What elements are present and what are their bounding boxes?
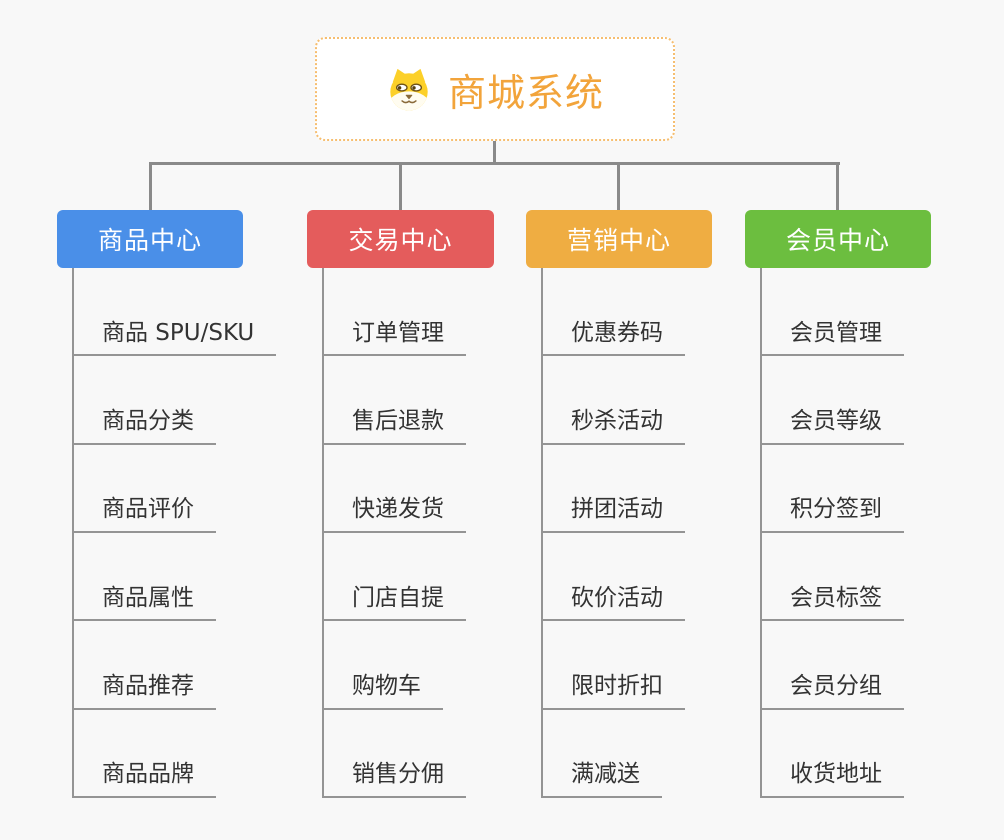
leaf-row: 限时折扣 (543, 621, 685, 710)
leaf-node-limited-time-discount[interactable]: 限时折扣 (543, 673, 685, 710)
leaf-row: 会员管理 (762, 268, 904, 357)
leaf-row: 快递发货 (324, 445, 466, 533)
leaf-row: 商品分类 (74, 356, 276, 445)
branch-node-member-center[interactable]: 会员中心 (745, 210, 931, 268)
connector-drop-trade (399, 162, 402, 210)
leaf-node-group-buy[interactable]: 拼团活动 (543, 496, 685, 533)
branch-node-trade-center[interactable]: 交易中心 (307, 210, 494, 268)
connector-bus (149, 162, 840, 165)
branch-node-marketing-center[interactable]: 营销中心 (526, 210, 712, 268)
leaf-row: 会员标签 (762, 533, 904, 622)
leaf-row: 拼团活动 (543, 445, 685, 533)
leaf-row: 售后退款 (324, 356, 466, 445)
leaf-row: 商品 SPU/SKU (74, 268, 277, 357)
leaf-node-aftersale-refund[interactable]: 售后退款 (324, 408, 466, 445)
leaf-row: 砍价活动 (543, 533, 685, 622)
connector-drop-product (149, 162, 152, 210)
leaf-node-points-checkin[interactable]: 积分签到 (762, 496, 904, 533)
leaf-node-express-shipping[interactable]: 快递发货 (324, 496, 466, 533)
leaf-row: 销售分佣 (324, 710, 466, 798)
leaf-row: 商品品牌 (74, 710, 276, 798)
leaf-column-marketing-center: 优惠券码 秒杀活动 拼团活动 砍价活动 限时折扣 满减送 (541, 268, 685, 798)
leaf-row: 秒杀活动 (543, 356, 685, 445)
leaf-node-coupon-code[interactable]: 优惠券码 (543, 320, 685, 357)
leaf-row: 积分签到 (762, 445, 904, 533)
leaf-node-product-attribute[interactable]: 商品属性 (74, 585, 216, 622)
connector-root-stub (493, 139, 496, 164)
leaf-node-store-pickup[interactable]: 门店自提 (324, 585, 466, 622)
leaf-row: 商品属性 (74, 533, 276, 622)
doge-icon (386, 66, 432, 112)
leaf-column-member-center: 会员管理 会员等级 积分签到 会员标签 会员分组 收货地址 (760, 268, 904, 798)
leaf-row: 商品评价 (74, 445, 276, 533)
leaf-row: 会员分组 (762, 621, 904, 710)
branch-node-product-center[interactable]: 商品中心 (57, 210, 243, 268)
leaf-node-product-recommend[interactable]: 商品推荐 (74, 673, 216, 710)
leaf-node-sales-commission[interactable]: 销售分佣 (324, 761, 466, 798)
leaf-node-member-level[interactable]: 会员等级 (762, 408, 904, 445)
leaf-node-product-spu-sku[interactable]: 商品 SPU/SKU (74, 320, 277, 357)
leaf-column-product-center: 商品 SPU/SKU 商品分类 商品评价 商品属性 商品推荐 商品品牌 (72, 268, 277, 798)
leaf-node-member-management[interactable]: 会员管理 (762, 320, 904, 357)
leaf-node-flash-sale[interactable]: 秒杀活动 (543, 408, 685, 445)
connector-drop-marketing (617, 162, 620, 210)
leaf-row: 购物车 (324, 621, 466, 710)
leaf-row: 商品推荐 (74, 621, 276, 710)
leaf-node-member-group[interactable]: 会员分组 (762, 673, 904, 710)
leaf-column-trade-center: 订单管理 售后退款 快递发货 门店自提 购物车 销售分佣 (322, 268, 466, 798)
connector-drop-member (836, 162, 839, 210)
leaf-node-spend-save[interactable]: 满减送 (543, 761, 662, 798)
leaf-row: 会员等级 (762, 356, 904, 445)
leaf-node-bargain-activity[interactable]: 砍价活动 (543, 585, 685, 622)
root-node[interactable]: 商城系统 (315, 37, 675, 141)
leaf-row: 满减送 (543, 710, 685, 798)
leaf-node-shopping-cart[interactable]: 购物车 (324, 673, 443, 710)
root-title: 商城系统 (447, 70, 604, 115)
leaf-node-order-management[interactable]: 订单管理 (324, 320, 466, 357)
leaf-row: 收货地址 (762, 710, 904, 798)
leaf-row: 订单管理 (324, 268, 466, 357)
leaf-node-product-review[interactable]: 商品评价 (74, 496, 216, 533)
leaf-node-shipping-address[interactable]: 收货地址 (762, 761, 904, 798)
leaf-row: 门店自提 (324, 533, 466, 622)
leaf-node-product-brand[interactable]: 商品品牌 (74, 761, 216, 798)
leaf-node-product-category[interactable]: 商品分类 (74, 408, 216, 445)
leaf-node-member-tag[interactable]: 会员标签 (762, 585, 904, 622)
leaf-row: 优惠券码 (543, 268, 685, 357)
